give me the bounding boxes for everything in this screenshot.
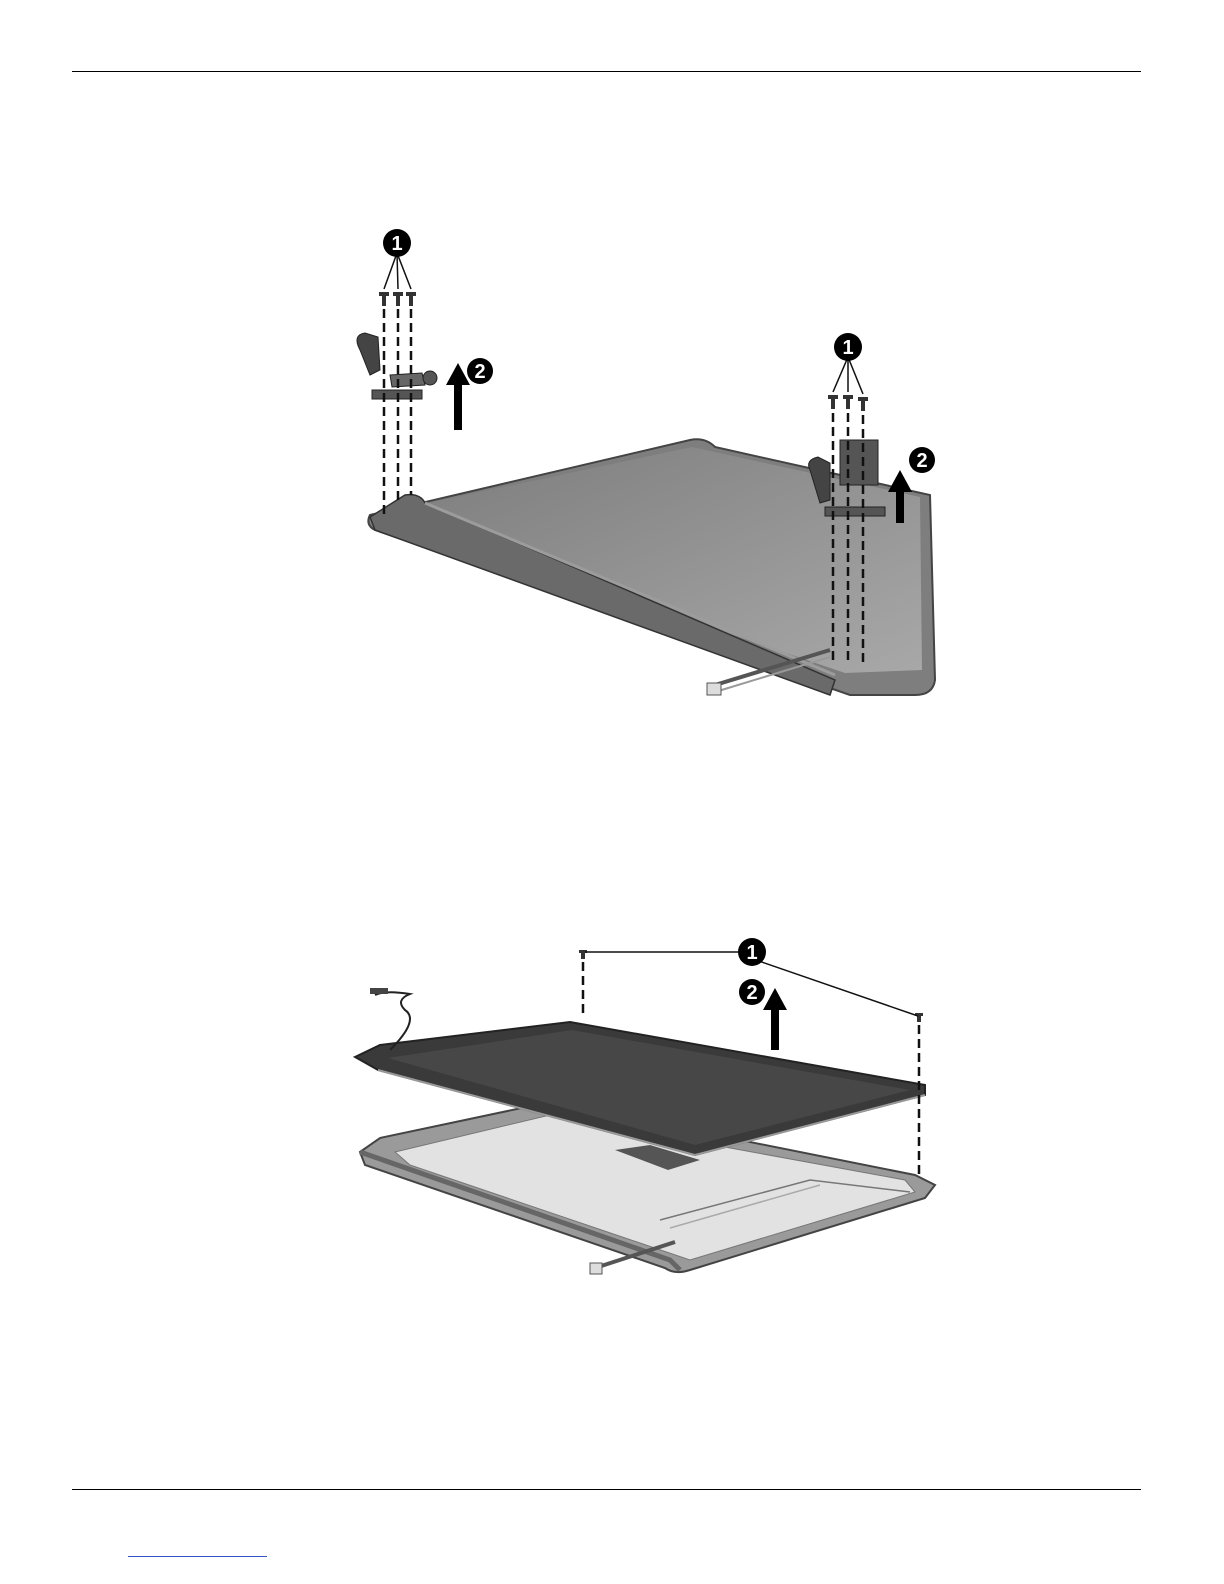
footer-link-underline[interactable] (128, 1556, 267, 1557)
callout-1-right-label: 1 (842, 337, 853, 359)
callout-1-left-label: 1 (391, 233, 402, 255)
callout-2-right: 2 (909, 447, 935, 473)
callout-2-right-label: 2 (916, 450, 927, 472)
callout-2-panel-label: 2 (746, 982, 757, 1004)
callout-2-panel: 2 (739, 979, 765, 1005)
callout-2-left-label: 2 (474, 361, 485, 383)
callout-1-left: 1 (383, 229, 411, 257)
footer-rule (72, 1489, 1141, 1490)
lift-arrow-panel (763, 988, 787, 1050)
lift-arrow-left (446, 363, 470, 430)
figure-panel-removal: 1 2 (350, 930, 940, 1290)
callout-2-left: 2 (467, 358, 493, 384)
callout-1-panel-label: 1 (746, 942, 757, 964)
left-hinge-screws (379, 253, 416, 515)
panel-removal-illustration: 1 2 (350, 930, 940, 1290)
callout-1-panel: 1 (738, 938, 766, 966)
hinge-removal-illustration: 1 2 (330, 225, 950, 715)
callout-1-right: 1 (834, 333, 862, 361)
figure-hinge-removal: 1 2 (330, 225, 950, 715)
header-rule (72, 71, 1141, 72)
